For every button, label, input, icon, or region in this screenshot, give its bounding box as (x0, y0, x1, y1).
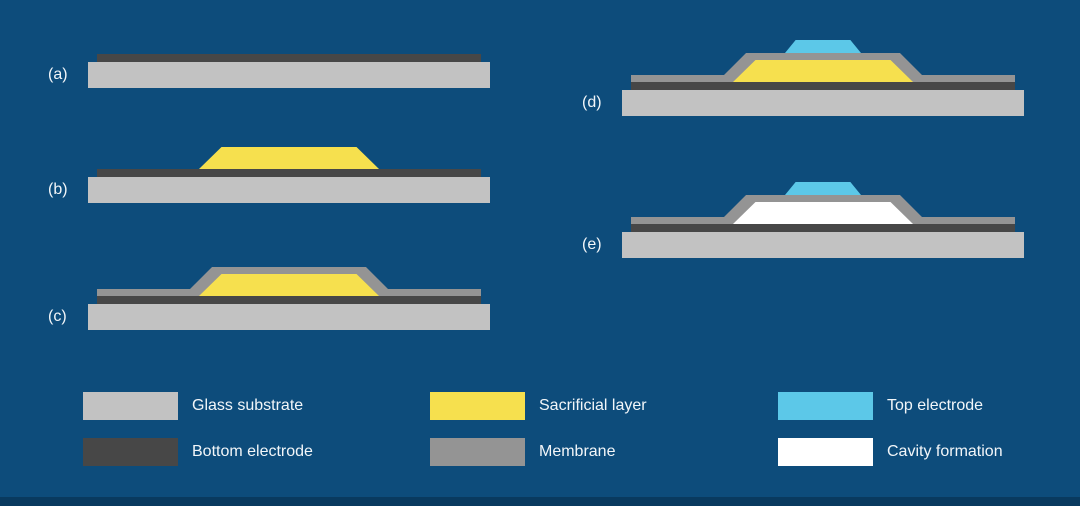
legend-item-cavity-formation: Cavity formation (778, 438, 1003, 466)
process-step-e: (e) (582, 178, 1024, 258)
step-b-layers (88, 123, 490, 203)
process-step-c: (c) (48, 250, 490, 330)
step-label-a: (a) (48, 66, 68, 83)
layer-top-electrode (785, 182, 861, 195)
legend-item-bottom-electrode: Bottom electrode (83, 438, 313, 466)
footer-bar (0, 497, 1080, 506)
process-step-d: (d) (582, 36, 1024, 116)
layer-bottom-electrode (631, 82, 1015, 90)
layer-glass-substrate (88, 304, 490, 330)
layer-glass-substrate (88, 177, 490, 203)
layer-glass-substrate (622, 232, 1024, 258)
legend-item-sacrificial-layer: Sacrificial layer (430, 392, 647, 420)
legend-label-cavity-formation: Cavity formation (887, 443, 1003, 460)
legend-item-glass-substrate: Glass substrate (83, 392, 303, 420)
process-step-a: (a) (48, 8, 490, 88)
step-d-layers (622, 36, 1024, 116)
legend-swatch-cavity-formation (778, 438, 873, 466)
step-label-b: (b) (48, 181, 68, 198)
legend-label-bottom-electrode: Bottom electrode (192, 443, 313, 460)
layer-bottom-electrode (97, 169, 481, 177)
step-label-e: (e) (582, 236, 602, 253)
legend-label-membrane: Membrane (539, 443, 616, 460)
layer-bottom-electrode (97, 296, 481, 304)
legend-item-membrane: Membrane (430, 438, 615, 466)
layer-bottom-electrode (97, 54, 481, 62)
layer-top-electrode (785, 40, 861, 53)
step-a-layers (88, 8, 490, 88)
layer-sacrificial-layer (199, 147, 379, 169)
step-label-c: (c) (48, 308, 67, 325)
layer-sacrificial-layer (199, 274, 379, 296)
legend-label-glass-substrate: Glass substrate (192, 397, 304, 414)
layer-cavity-formation (733, 202, 913, 224)
legend-swatch-bottom-electrode (83, 438, 178, 466)
layer-bottom-electrode (631, 224, 1015, 232)
legend-item-top-electrode: Top electrode (778, 392, 983, 420)
legend-swatch-glass-substrate (83, 392, 178, 420)
step-e-layers (622, 178, 1024, 258)
step-c-layers (88, 250, 490, 330)
legend-label-top-electrode: Top electrode (887, 397, 984, 414)
step-label-d: (d) (582, 94, 602, 111)
layer-glass-substrate (88, 62, 490, 88)
legend-swatch-membrane (430, 438, 525, 466)
layer-glass-substrate (622, 90, 1024, 116)
legend-swatch-sacrificial-layer (430, 392, 525, 420)
process-step-b: (b) (48, 123, 490, 203)
legend-swatch-top-electrode (778, 392, 873, 420)
legend-label-sacrificial-layer: Sacrificial layer (539, 397, 647, 414)
layer-sacrificial-layer (733, 60, 913, 82)
